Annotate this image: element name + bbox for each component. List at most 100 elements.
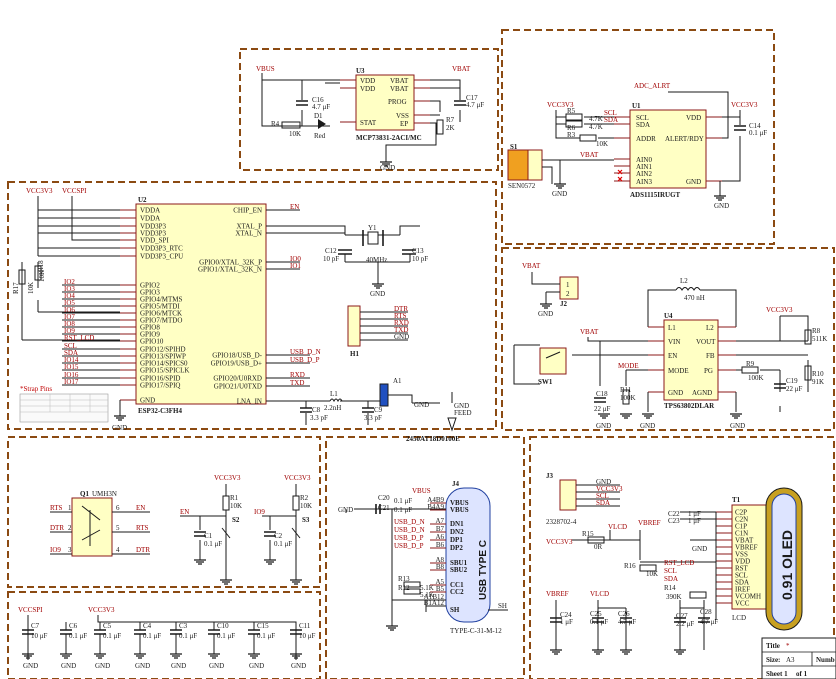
- mcu-left-net-8: RST_LCD: [64, 334, 94, 342]
- oled-pin-13: VCC: [735, 600, 750, 608]
- j3-vcc: VCC3V3: [596, 485, 623, 493]
- usb-gnd-left: GND: [338, 506, 353, 514]
- c12-ref: C12: [325, 247, 337, 255]
- q1-rts-out: RTS: [136, 524, 149, 532]
- r9-ref: R9: [746, 360, 755, 368]
- mcu-left-pin-12: GPIO7/MTDO: [140, 317, 182, 325]
- r15-ref: R15: [582, 530, 594, 538]
- oled-lcd-part: LCD: [732, 614, 746, 622]
- j2-connector: [559, 276, 579, 300]
- mcu-left-pin-1: VDDA: [140, 215, 160, 223]
- j2-pin1: 1: [566, 281, 570, 289]
- q1-pin5: 5: [116, 524, 120, 532]
- h1-header: [347, 305, 361, 347]
- size-value: A3: [786, 656, 795, 664]
- charger-circuit: VBUS U3 VDD VDD STAT VBAT VBAT PROG VSS …: [256, 65, 484, 172]
- decoupling-gnd-0: GND: [23, 662, 38, 670]
- mcu-io0-net: IO0: [290, 255, 301, 263]
- mcu-left-net-13: IO16: [64, 371, 79, 379]
- ant-feed: FEED: [454, 409, 472, 417]
- xtal-gnd: GND: [370, 290, 385, 298]
- mcu-left-net-3: IO5: [64, 299, 75, 307]
- usb-pin-1: VBUS: [450, 506, 469, 514]
- autoreset-section: [7, 436, 321, 588]
- mcu-left-net-7: IO9: [64, 327, 75, 335]
- c24-val: 1 μF: [560, 618, 573, 626]
- mcu-left-net-4: IO6: [64, 306, 75, 314]
- c1-ref: C1: [204, 532, 213, 540]
- oled-scl-net: SCL: [664, 567, 677, 575]
- h1-txd: TXD: [394, 326, 408, 334]
- adc-vcc3v3-right: VCC3V3: [731, 101, 758, 109]
- decoup-vcc3v3: VCC3V3: [88, 606, 115, 614]
- oled-sda-net: SDA: [664, 575, 678, 583]
- oled-circuit: J3 2328702-4 GND VCC3V3 SCL SDA T1 C2PC2…: [546, 472, 803, 655]
- mcu-rxd-net: RXD: [290, 371, 305, 379]
- adc-pin-ain3: AIN3: [636, 178, 652, 186]
- q1-dtr-out: DTR: [136, 546, 150, 554]
- adc-pin-scl: SCL: [636, 114, 649, 122]
- adc-pin-ain2: AIN2: [636, 170, 652, 178]
- l2-ref: L2: [680, 277, 688, 285]
- oled-rst-net: RST_LCD: [664, 559, 694, 567]
- decoupling-ref-1: C6: [69, 622, 78, 630]
- mcu-right-pin-5: GPIO18/USB_D-: [212, 352, 262, 360]
- r1-val: 10K: [230, 502, 242, 510]
- mcu-left-nets: IO2IO3IO4IO5IO6IO7IO8IO9RST_LCDSCLSDAIO1…: [62, 278, 120, 386]
- r7-val: 2K: [446, 124, 455, 132]
- mcu-left-net-0: IO2: [64, 278, 75, 286]
- r18-val: 10K: [38, 270, 46, 282]
- mcu-gnd: GND: [112, 424, 127, 432]
- oled-ref: T1: [732, 496, 741, 504]
- mcu-left-pin-2: VDD3P3: [140, 223, 167, 231]
- adc-sda-net: SDA: [604, 116, 618, 124]
- h1-gnd: GND: [394, 333, 409, 341]
- sw1-switch: [539, 347, 567, 375]
- c8-val: 3.3 pF: [310, 414, 328, 422]
- r8-val: 511K: [812, 335, 827, 343]
- d1-val: Red: [314, 132, 326, 140]
- mcu-part: ESP32-C3FH4: [138, 407, 182, 415]
- oled-pin-1: C2N: [735, 516, 748, 524]
- adc-ref: U1: [632, 102, 641, 110]
- usb-pin-id-5: B6: [436, 541, 445, 549]
- decoupling-ref-6: C15: [257, 622, 269, 630]
- mcu-circuit: VCC3V3 VCCSPI U2 ESP32-C3FH4 VDDAVDDAVDD…: [12, 187, 472, 443]
- buck-pin-mode: MODE: [668, 367, 689, 375]
- buck-pin-en: EN: [668, 352, 677, 360]
- c18-ref: C18: [596, 390, 608, 398]
- c23-ref: C23: [668, 517, 680, 525]
- y1-val: 40MHz: [366, 256, 387, 264]
- ant-gnd: GND: [414, 401, 429, 409]
- mcu-right-pin-9: LNA_IN: [237, 398, 262, 406]
- mcu-left-pins: VDDAVDDAVDD3P3VDD3P3VDD_SPIVDD3P3_RTCVDD…: [120, 207, 189, 405]
- oled-pins: C2PC2NC1PC1NVBATVBREFVSSVDDRSTSCLSDAIREF…: [716, 509, 761, 608]
- h1-rts: RTS: [394, 312, 407, 320]
- r8-ref: R8: [812, 327, 821, 335]
- oled-vlcd2: VLCD: [590, 590, 609, 598]
- mcu-left-pin-13: GPIO8: [140, 324, 160, 332]
- oled-pin-10: SDA: [735, 579, 749, 587]
- usb-pin-3: DN2: [450, 528, 464, 536]
- c25-val: 0.1 μF: [590, 618, 608, 626]
- mcu-left-pin-5: VDD3P3_RTC: [140, 245, 183, 253]
- mcu-right-pin-8: GPIO21/U0TXD: [214, 383, 262, 391]
- c20-ref: C20: [378, 494, 390, 502]
- mcu-left-pin-10: GPIO5/MTDI: [140, 303, 180, 311]
- c13-val: 10 pF: [412, 255, 428, 263]
- r14-ref: R14: [664, 584, 676, 592]
- mcu-right-pin-6: GPIO19/USB_D+: [211, 360, 262, 368]
- oled-pin-2: C1P: [735, 523, 747, 531]
- oled-pin-8: RST: [735, 565, 749, 573]
- j3-sda: SDA: [596, 499, 610, 507]
- adc-gnd2: GND: [714, 202, 729, 210]
- buck-ref: U4: [664, 312, 673, 320]
- oled-section: [529, 436, 835, 679]
- sheet-label: Sheet 1: [766, 670, 788, 678]
- adc-pin-vdd: VDD: [686, 114, 701, 122]
- buck-vbat-in: VBAT: [522, 262, 541, 270]
- j2-pin2: 2: [566, 290, 570, 298]
- usb-pin-10: SH: [450, 606, 460, 614]
